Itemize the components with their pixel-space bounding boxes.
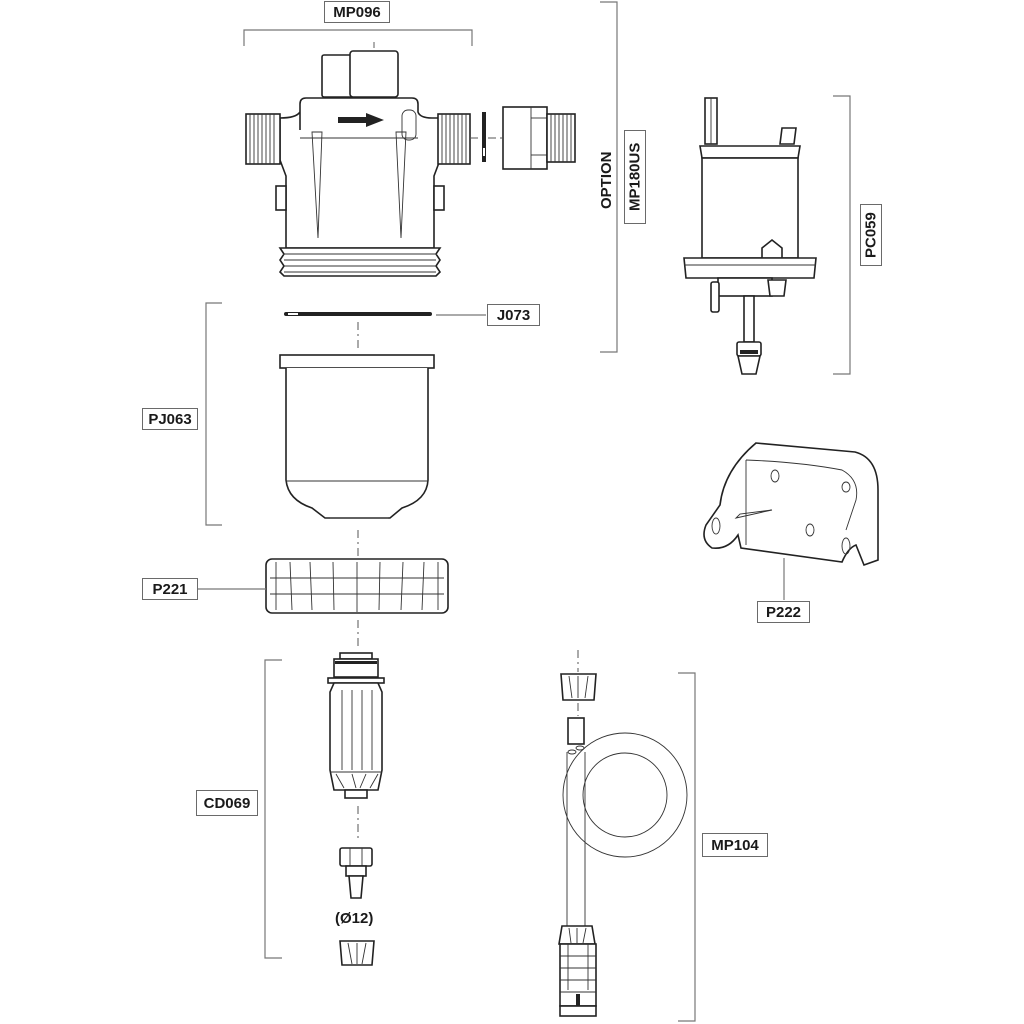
filter-head-drawing xyxy=(245,50,502,277)
part-label-pc059[interactable]: PC059 xyxy=(860,204,882,266)
suction-tube-mp104-drawing xyxy=(558,650,688,1017)
pc059-bracket xyxy=(833,95,851,375)
part-label-mp104[interactable]: MP104 xyxy=(702,833,768,857)
part-label-mp096[interactable]: MP096 xyxy=(324,1,390,23)
cartridge-cd069-drawing xyxy=(327,652,385,966)
wall-bracket-p222-drawing xyxy=(703,442,879,600)
cd069-bracket xyxy=(264,659,282,959)
oring-j073-drawing xyxy=(284,312,486,350)
part-label-j073[interactable]: J073 xyxy=(487,304,540,326)
part-label-pj063[interactable]: PJ063 xyxy=(142,408,198,430)
bowl-pj063-drawing xyxy=(279,354,435,556)
option-bracket xyxy=(600,1,618,353)
part-label-p222[interactable]: P222 xyxy=(757,601,810,623)
part-label-p221[interactable]: P221 xyxy=(142,578,198,600)
pj063-bracket xyxy=(205,302,222,526)
injector-pc059-drawing xyxy=(683,97,817,375)
mp096-bracket xyxy=(243,29,473,48)
union-fitting-drawing xyxy=(482,106,576,170)
mp104-bracket xyxy=(678,672,696,1022)
option-label: OPTION xyxy=(598,151,615,209)
ringnut-p221-drawing xyxy=(198,558,449,648)
part-label-cd069[interactable]: CD069 xyxy=(196,790,258,816)
part-label-mp180us[interactable]: MP180US xyxy=(624,130,646,224)
diameter-note: (Ø12) xyxy=(335,910,374,927)
